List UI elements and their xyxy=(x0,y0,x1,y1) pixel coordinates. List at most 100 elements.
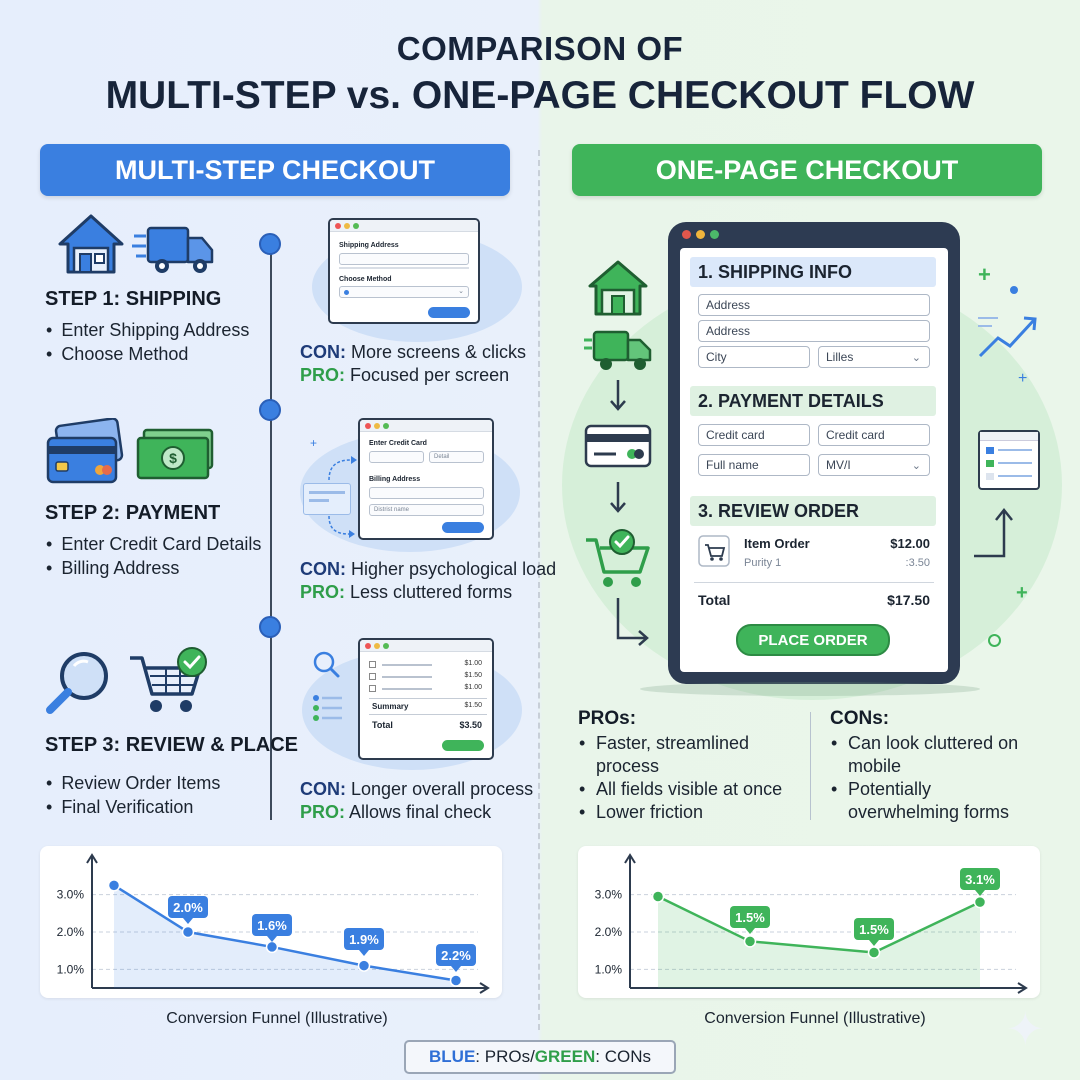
billing-address-label: Billing Address xyxy=(369,476,421,483)
multi-step-header: MULTI-STEP CHECKOUT xyxy=(40,144,510,196)
data-point xyxy=(973,895,987,909)
address-field[interactable]: Address xyxy=(698,294,930,316)
step-3-title: STEP 3: REVIEW & PLACE xyxy=(45,734,299,756)
step-2-con: CON: Higher psychological load xyxy=(300,558,556,581)
data-point xyxy=(181,925,195,939)
card-form-icon xyxy=(303,483,351,515)
y-tick-label: 1.0% xyxy=(595,962,623,976)
item-subline: Purity 1 xyxy=(744,557,782,569)
next-button[interactable] xyxy=(442,522,484,533)
step-2-pro: PRO: Less cluttered forms xyxy=(300,581,556,604)
payment-details-heading: 2. PAYMENT DETAILS xyxy=(690,386,936,416)
card-number-field[interactable] xyxy=(369,451,424,463)
arrow-right-icon xyxy=(616,598,649,646)
pro-text: Allows final check xyxy=(349,802,492,822)
divider xyxy=(382,676,432,678)
data-label: 2.2% xyxy=(441,948,471,963)
pro-text: Focused per screen xyxy=(350,365,510,385)
billing-address-field[interactable] xyxy=(369,487,484,499)
plus-icon: + xyxy=(1018,370,1028,387)
summary-value: $1.50 xyxy=(464,702,482,709)
item-price: $12.00 xyxy=(890,536,930,551)
multi-step-chart-caption: Conversion Funnel (Illustrative) xyxy=(166,1010,388,1027)
house-icon xyxy=(588,260,648,316)
chevron-down-icon: ⌄ xyxy=(911,460,921,472)
step-timeline xyxy=(270,240,272,820)
list-item: Billing Address xyxy=(46,556,261,580)
data-label-pointer xyxy=(975,890,985,896)
address-line-2-field[interactable]: Address xyxy=(698,320,930,342)
district-field[interactable]: Distrist name xyxy=(369,504,484,516)
window-titlebar xyxy=(330,220,478,232)
shipping-address-label: Shipping Address xyxy=(339,242,399,249)
sparkle-icon: ✦ xyxy=(1006,1003,1045,1055)
magnifier-icon xyxy=(46,652,108,714)
arrow-down-icon xyxy=(610,380,626,411)
pro-key: PRO: xyxy=(300,365,345,385)
arrow-down-icon xyxy=(610,482,626,513)
data-label-pointer xyxy=(745,928,755,934)
checkbox[interactable] xyxy=(369,661,376,668)
step-2-title: STEP 2: PAYMENT xyxy=(45,502,221,524)
data-point xyxy=(107,879,121,892)
shipping-address-field[interactable] xyxy=(339,253,469,265)
pro-text: Less cluttered forms xyxy=(350,582,513,602)
total-label: Total xyxy=(372,720,393,730)
divider xyxy=(339,267,469,269)
data-point xyxy=(743,935,757,948)
list-item: Choose Method xyxy=(46,342,249,366)
next-button[interactable] xyxy=(428,307,470,318)
divider xyxy=(810,712,811,820)
total-value: $3.50 xyxy=(459,720,482,730)
divider xyxy=(369,714,487,715)
method-select[interactable]: ⌄ xyxy=(339,286,469,298)
step-1-con: CON: More screens & clicks xyxy=(300,341,526,364)
data-point xyxy=(651,890,665,903)
legend-blue-text: : PROs/ xyxy=(475,1047,535,1066)
plus-icon: + xyxy=(978,262,991,287)
growth-chart-icon xyxy=(978,286,1037,358)
flow-icon-column xyxy=(584,260,652,646)
radio-icon xyxy=(344,290,349,295)
state-value: Lilles xyxy=(826,350,854,364)
shipping-info-heading: 1. SHIPPING INFO xyxy=(690,257,936,287)
y-tick-label: 1.0% xyxy=(57,962,85,976)
place-order-button[interactable] xyxy=(442,740,484,751)
data-label: 1.9% xyxy=(349,932,379,947)
checkbox[interactable] xyxy=(369,673,376,680)
data-point xyxy=(449,974,463,987)
step-3-con: CON: Longer overall process xyxy=(300,778,533,801)
state-select[interactable]: Lilles ⌄ xyxy=(818,346,930,368)
one-page-checkout-screen: 1. SHIPPING INFO Address Address City Li… xyxy=(680,248,948,672)
list-item: Review Order Items xyxy=(46,771,220,795)
delivery-truck-icon xyxy=(132,226,214,273)
review-order-heading: 3. REVIEW ORDER xyxy=(690,496,936,526)
item-price: $1.00 xyxy=(464,660,482,667)
card-detail-field[interactable]: Detail xyxy=(429,451,484,463)
checkbox[interactable] xyxy=(369,685,376,692)
page-title-line-2: MULTI-STEP vs. ONE-PAGE CHECKOUT FLOW xyxy=(105,74,975,117)
plus-icon: + xyxy=(310,436,318,450)
list-item: All fields visible at once xyxy=(576,778,782,801)
data-label-box xyxy=(730,906,770,928)
pro-key: PRO: xyxy=(300,582,345,602)
full-name-field[interactable]: Full name xyxy=(698,454,810,476)
data-label-box xyxy=(960,868,1000,890)
data-label-box xyxy=(252,914,292,936)
window-titlebar xyxy=(360,420,492,432)
data-label-pointer xyxy=(359,950,369,956)
con-key: CON: xyxy=(300,779,346,799)
credit-card-label: Enter Credit Card xyxy=(369,440,427,447)
legend-blue-word: BLUE xyxy=(429,1047,476,1066)
expiry-select[interactable]: MV/I ⌄ xyxy=(818,454,930,476)
step-3-bullets: Review Order Items Final Verification xyxy=(46,771,220,819)
item-name: Item Order xyxy=(744,536,810,551)
item-price: $1.50 xyxy=(464,672,482,679)
city-field[interactable]: City xyxy=(698,346,810,368)
data-label-box xyxy=(168,896,208,918)
credit-card-field[interactable]: Credit card xyxy=(698,424,810,446)
credit-card-field-2[interactable]: Credit card xyxy=(818,424,930,446)
place-order-button[interactable]: PLACE ORDER xyxy=(736,624,890,656)
series-line xyxy=(657,895,981,954)
